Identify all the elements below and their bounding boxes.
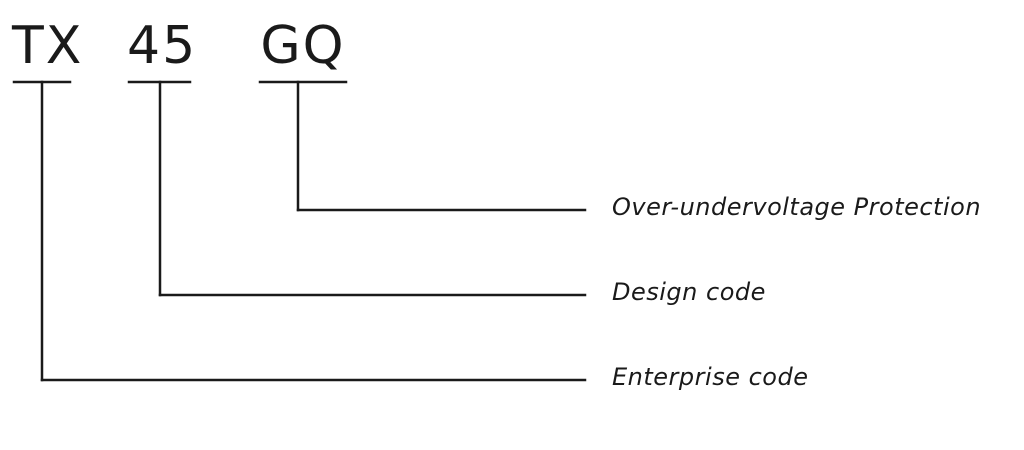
- label-over-undervoltage-protection: Over-undervoltage Protection: [612, 193, 982, 221]
- label-design-code: Design code: [612, 278, 766, 306]
- code-segment-gq: GQ: [260, 16, 346, 76]
- label-enterprise-code: Enterprise code: [612, 363, 809, 391]
- code-segment-tx: TX: [12, 16, 84, 76]
- code-segment-45: 45: [127, 16, 198, 76]
